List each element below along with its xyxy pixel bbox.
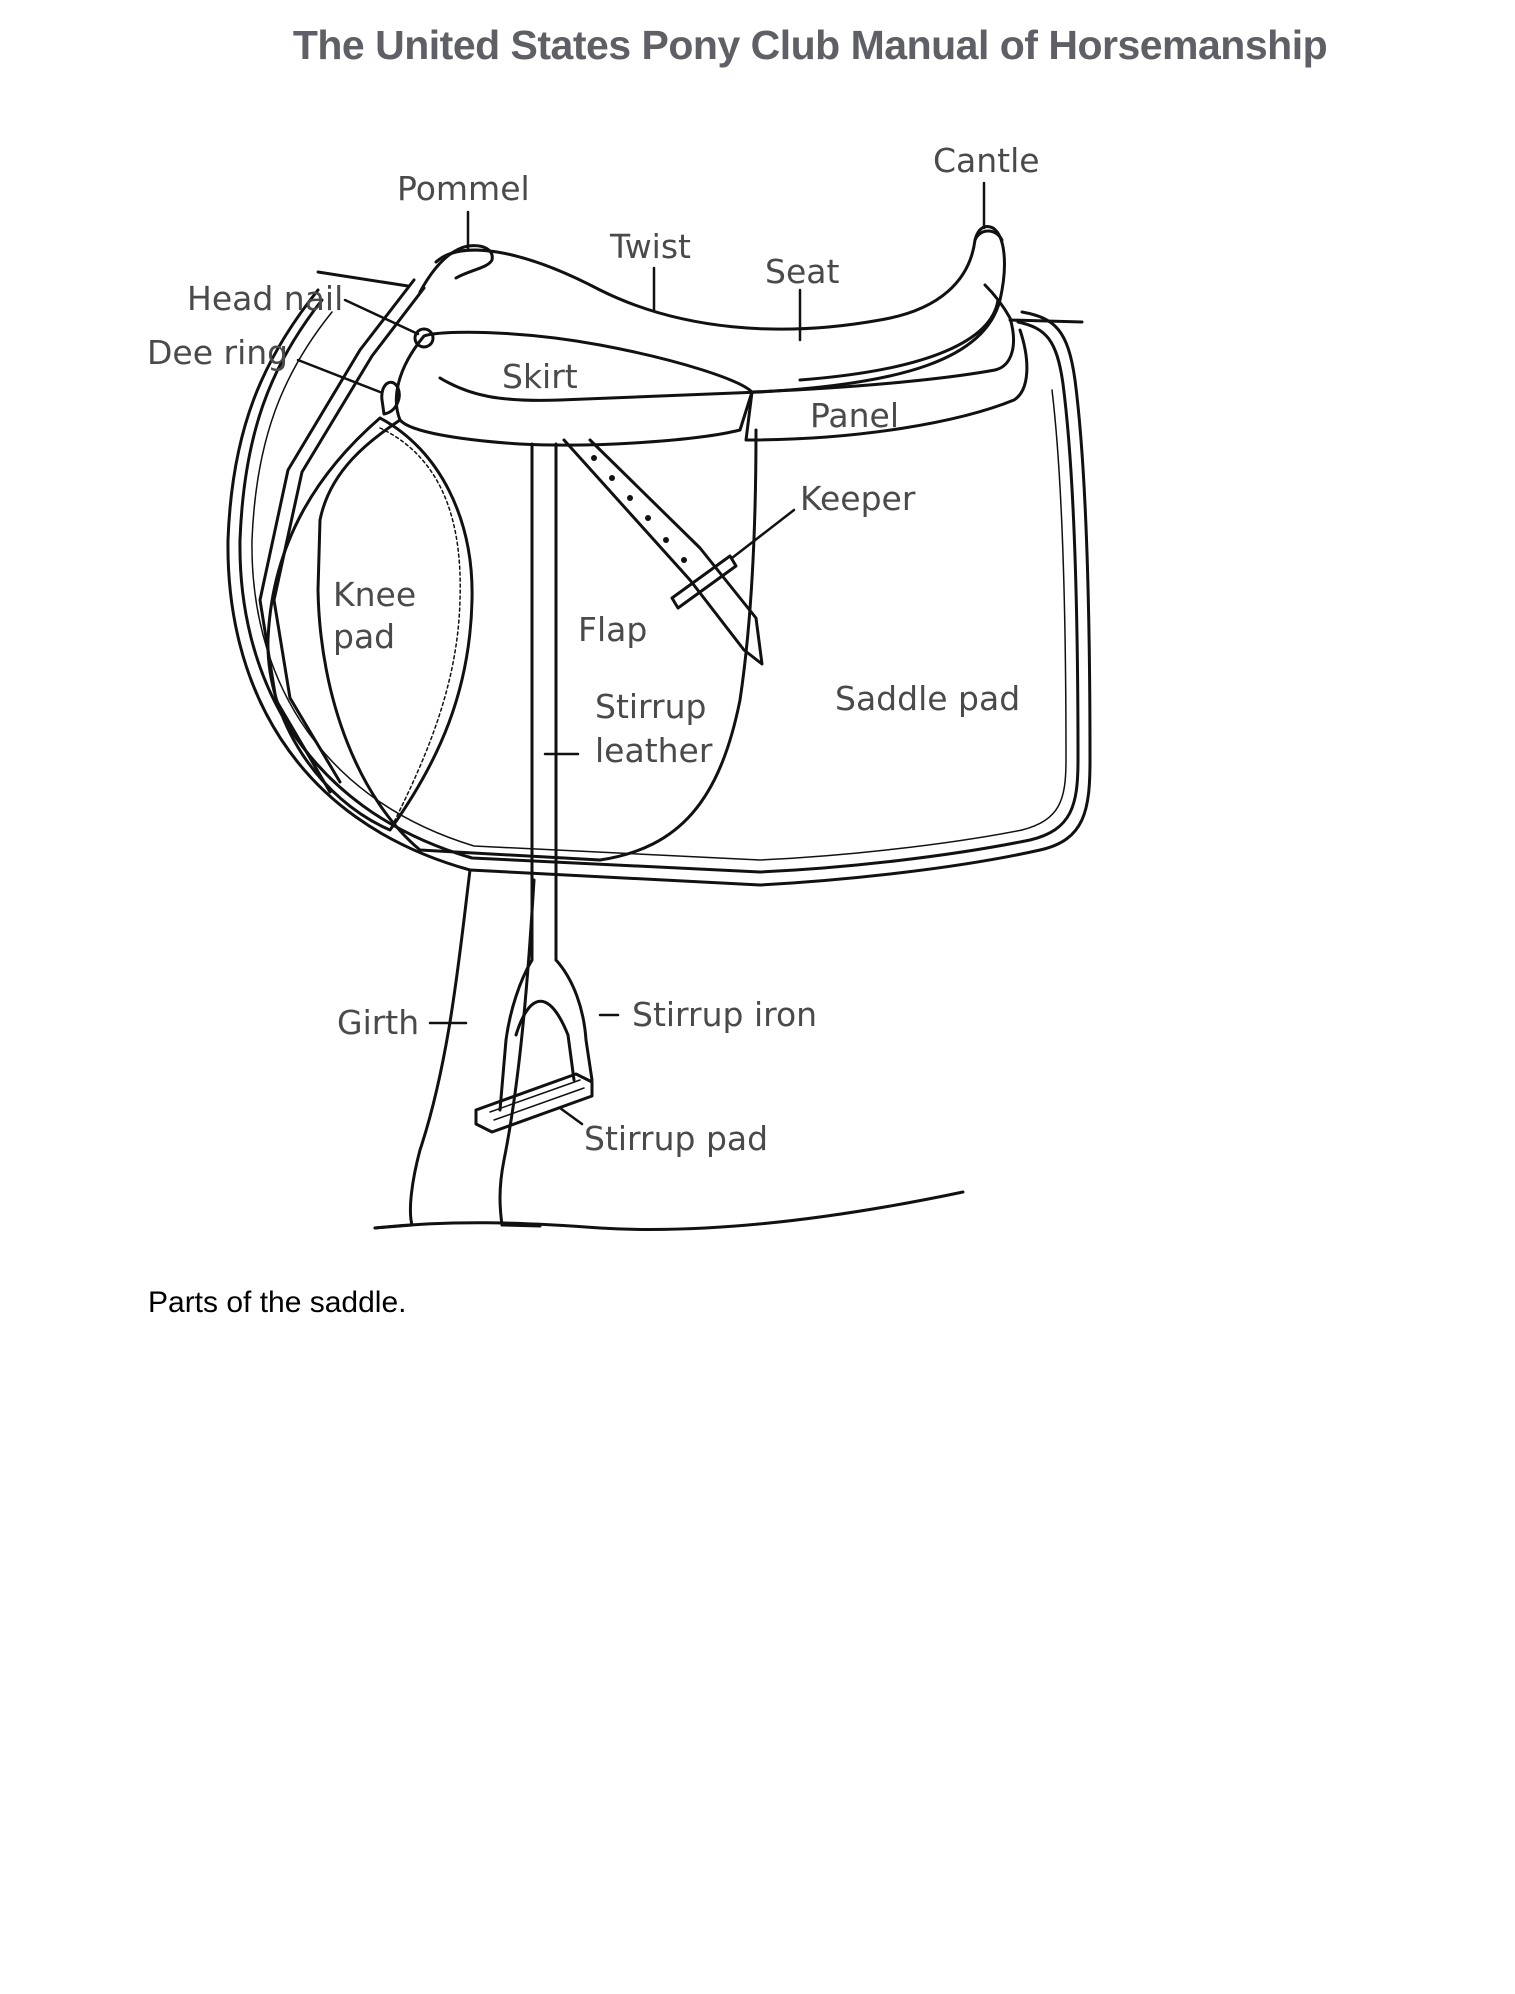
label-stirrup-pad: Stirrup pad bbox=[584, 1119, 768, 1158]
keeper-mark bbox=[670, 554, 738, 610]
head-nail-mark bbox=[413, 327, 435, 349]
label-dee-ring: Dee ring bbox=[147, 333, 288, 372]
figure-caption: Parts of the saddle. bbox=[148, 1286, 407, 1319]
saddle-pad-outline bbox=[226, 288, 1092, 887]
label-twist: Twist bbox=[609, 227, 691, 266]
label-girth: Girth bbox=[337, 1003, 419, 1042]
stirrup-leather-strap bbox=[530, 442, 558, 962]
label-head-nail: Head nail bbox=[187, 279, 343, 318]
label-stirrup-leather: leather bbox=[595, 731, 713, 770]
knee-pad-shape bbox=[266, 416, 474, 832]
front-billet bbox=[316, 270, 410, 288]
pommel-shape bbox=[418, 244, 494, 294]
page-title: The United States Pony Club Manual of Ho… bbox=[292, 22, 1328, 68]
saddle-diagram: Pommel Cantle Twist Seat Head nail Dee r… bbox=[147, 141, 1092, 1231]
label-stirrup-iron: Stirrup iron bbox=[632, 995, 817, 1034]
label-seat: Seat bbox=[765, 252, 839, 291]
label-knee-pad: pad bbox=[333, 617, 395, 656]
label-keeper: Keeper bbox=[800, 479, 916, 518]
label-skirt: Skirt bbox=[502, 357, 578, 396]
label-cantle: Cantle bbox=[933, 141, 1040, 180]
label-flap: Flap bbox=[578, 610, 647, 649]
label-saddle-pad: Saddle pad bbox=[835, 679, 1020, 718]
stirrup-pad-shape bbox=[474, 1072, 594, 1134]
label-stirrup: Stirrup bbox=[595, 687, 706, 726]
girth-strap bbox=[408, 868, 536, 1227]
stirrup-iron-shape bbox=[498, 958, 594, 1112]
panel-shape bbox=[750, 283, 1015, 394]
label-pommel: Pommel bbox=[397, 169, 530, 208]
label-knee: Knee bbox=[333, 575, 416, 614]
label-panel: Panel bbox=[810, 396, 899, 435]
seat-outline bbox=[434, 225, 1006, 402]
horse-back-line bbox=[373, 1190, 965, 1231]
